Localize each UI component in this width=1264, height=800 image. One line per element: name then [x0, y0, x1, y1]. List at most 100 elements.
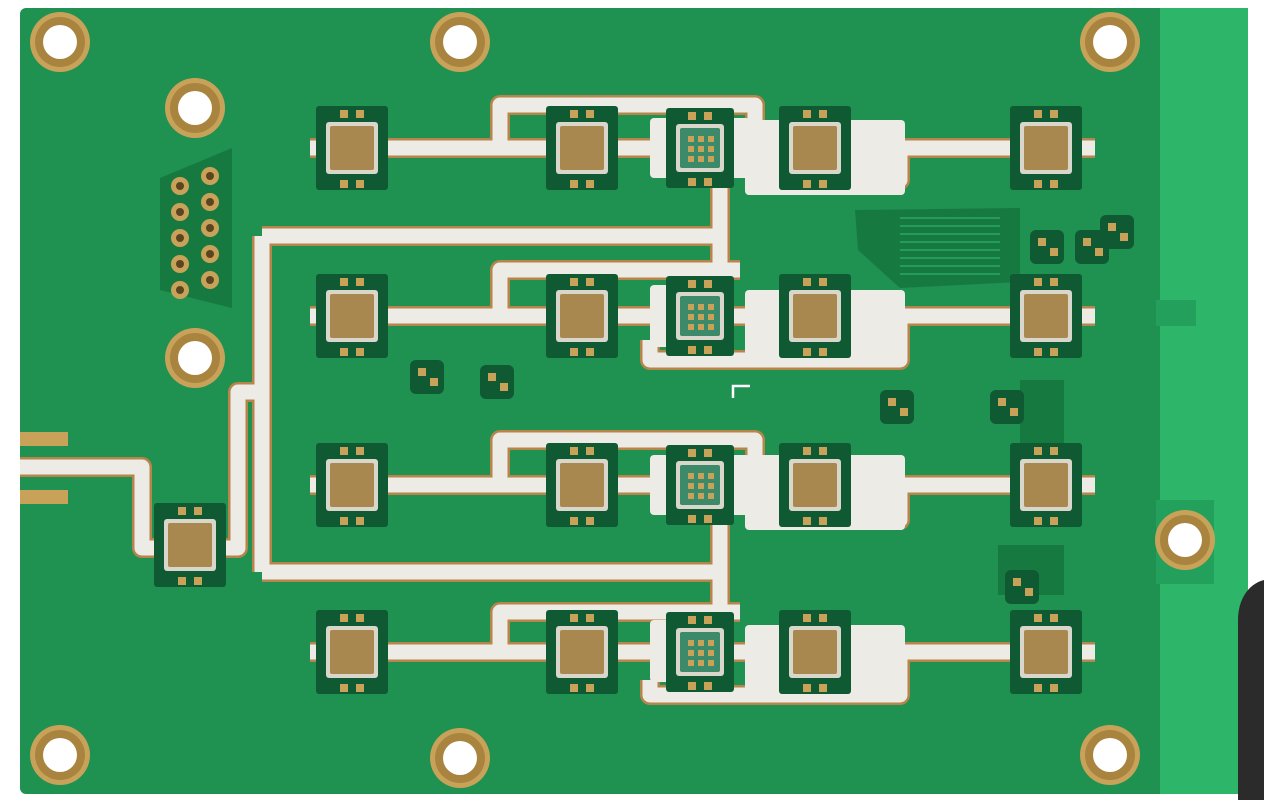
chip-bga-ball: [698, 473, 704, 479]
rf-chip-icon: [1024, 294, 1068, 338]
chip-pad: [819, 614, 827, 622]
rf-chip-icon: [793, 630, 837, 674]
chip-pad: [586, 180, 594, 188]
chip-pad: [340, 110, 348, 118]
chip-pad: [570, 278, 578, 286]
chip-bga-ball: [708, 146, 714, 152]
chip-pad: [803, 278, 811, 286]
board-right-tab: [1156, 300, 1196, 326]
chip-pad: [803, 110, 811, 118]
ground-via-cluster: [480, 365, 514, 399]
chip-pad: [704, 515, 712, 523]
chip-pad: [178, 507, 186, 515]
via-pad: [1025, 588, 1033, 596]
chip-pad: [1050, 278, 1058, 286]
fiducial-mark: [731, 384, 750, 398]
rf-chip-icon: [560, 630, 604, 674]
mounting-hole-bore: [1093, 738, 1127, 772]
chip-pad: [586, 614, 594, 622]
chip-pad: [586, 517, 594, 525]
mounting-hole-bore: [1168, 523, 1202, 557]
ground-via-cluster: [1005, 570, 1039, 604]
chip-bga-ball: [688, 640, 694, 646]
via-pad: [998, 398, 1006, 406]
chip-pad: [570, 614, 578, 622]
chip-bga-ball: [688, 136, 694, 142]
via-pad: [1013, 578, 1021, 586]
rf-chip-icon: [330, 463, 374, 507]
chip-pad: [570, 180, 578, 188]
chip-bga-ball: [698, 304, 704, 310]
chip-pad: [340, 180, 348, 188]
via-pad: [1010, 408, 1018, 416]
mounting-hole-bore: [1093, 25, 1127, 59]
chip-pad: [1034, 278, 1042, 286]
chip-bga-ball: [708, 304, 714, 310]
connector-pin-hole: [206, 276, 214, 284]
chip-pad: [704, 178, 712, 186]
rf-chip-icon: [793, 294, 837, 338]
chip-pad: [704, 112, 712, 120]
via-pad: [900, 408, 908, 416]
chip-bga-ball: [688, 650, 694, 656]
rf-chip-icon: [330, 630, 374, 674]
chip-pad: [1034, 110, 1042, 118]
trace: [492, 604, 740, 652]
mounting-holes: [30, 12, 1215, 788]
chip-pad: [688, 178, 696, 186]
chip-bga-ball: [708, 324, 714, 330]
chip-bga-ball: [708, 640, 714, 646]
d-sub-connector: [171, 167, 219, 299]
chip-bga-ball: [688, 324, 694, 330]
chip-bga-ball: [698, 483, 704, 489]
via-pad: [1083, 238, 1091, 246]
rf-chip-icon: [1024, 463, 1068, 507]
chip-pad: [704, 346, 712, 354]
via-pad: [888, 398, 896, 406]
chip-bga-ball: [708, 136, 714, 142]
chip-pad: [1050, 180, 1058, 188]
via-pad: [1095, 248, 1103, 256]
board-substrate: [20, 8, 1248, 794]
mounting-hole-bore: [443, 741, 477, 775]
mounting-hole-bore: [43, 25, 77, 59]
connector-pin-hole: [176, 286, 184, 294]
chip-bga-ball: [688, 483, 694, 489]
chip-pad: [586, 110, 594, 118]
chip-pad: [586, 447, 594, 455]
chip-pad: [1050, 348, 1058, 356]
ground-via-cluster: [1100, 215, 1134, 249]
chip-pad: [1034, 614, 1042, 622]
chip-pad: [803, 447, 811, 455]
chip-pad: [819, 517, 827, 525]
chip-bga-ball: [708, 156, 714, 162]
chip-pad: [819, 278, 827, 286]
connector-pin-hole: [206, 172, 214, 180]
chip-pad: [356, 348, 364, 356]
chip-pad: [356, 110, 364, 118]
chip-bga-ball: [688, 156, 694, 162]
via-pad: [430, 378, 438, 386]
chip-pad: [1050, 447, 1058, 455]
rf-chip-icon: [560, 294, 604, 338]
via-pad: [1050, 248, 1058, 256]
chip-pad: [704, 682, 712, 690]
chip-pad: [356, 447, 364, 455]
chip-pad: [688, 515, 696, 523]
chip-pad: [704, 280, 712, 288]
rf-chip-icon: [330, 126, 374, 170]
chip-pad: [340, 684, 348, 692]
ground-via-cluster: [1030, 230, 1064, 264]
via-pad: [500, 383, 508, 391]
chip-pad: [356, 180, 364, 188]
chip-pad: [803, 517, 811, 525]
via-pad: [1120, 233, 1128, 241]
ground-via-cluster: [880, 390, 914, 424]
chip-pad: [1050, 614, 1058, 622]
chip-pad: [1034, 180, 1042, 188]
chip-bga-ball: [708, 660, 714, 666]
ground-via-cluster: [990, 390, 1024, 424]
rf-chip-icon: [560, 126, 604, 170]
mounting-hole-bore: [178, 341, 212, 375]
via-pad: [1038, 238, 1046, 246]
